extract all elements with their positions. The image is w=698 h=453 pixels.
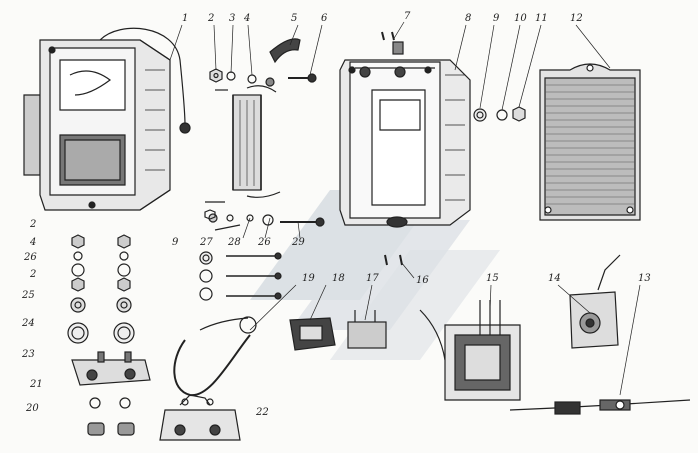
callout-5: 5 bbox=[291, 13, 298, 24]
callout-10: 10 bbox=[514, 13, 527, 24]
callout-26-left: 26 bbox=[24, 252, 37, 263]
housing-part-1 bbox=[23, 27, 191, 211]
capacitor-part-17 bbox=[347, 310, 387, 349]
spring-washers-part-21 bbox=[89, 397, 131, 409]
callout-16: 16 bbox=[416, 275, 429, 286]
bracket-part-18 bbox=[289, 317, 336, 351]
callout-9: 9 bbox=[493, 13, 500, 24]
wire-fuse-part-13 bbox=[509, 399, 691, 415]
screw-part-6 bbox=[288, 73, 317, 83]
callout-15: 15 bbox=[486, 273, 499, 284]
callout-4: 4 bbox=[244, 13, 251, 24]
bracket-part-5 bbox=[269, 38, 301, 64]
callout-4-left: 4 bbox=[30, 237, 37, 248]
callout-28: 28 bbox=[228, 237, 241, 248]
callout-2-left-b: 2 bbox=[30, 269, 37, 280]
terminal-block-part-23 bbox=[71, 351, 151, 386]
clamp-block-part-22 bbox=[159, 394, 241, 441]
callout-25: 25 bbox=[22, 290, 35, 301]
callout-20: 20 bbox=[26, 403, 39, 414]
wire-lead-part-19 bbox=[173, 316, 257, 397]
gasket-plate-part-12 bbox=[539, 63, 641, 221]
washers-bolts-9-27 bbox=[199, 251, 282, 301]
callout-6: 6 bbox=[321, 13, 328, 24]
callout-17: 17 bbox=[366, 273, 379, 284]
callout-12: 12 bbox=[570, 13, 583, 24]
nuts-part-20 bbox=[87, 422, 135, 436]
hardware-below-resistor bbox=[204, 201, 325, 231]
left-hardware-stack bbox=[67, 234, 135, 344]
washers-9-10-11 bbox=[473, 106, 526, 122]
callout-29: 29 bbox=[292, 237, 305, 248]
callout-1: 1 bbox=[182, 13, 189, 24]
callout-2: 2 bbox=[208, 13, 215, 24]
callout-9-left: 9 bbox=[172, 237, 179, 248]
screws-part-7 bbox=[381, 31, 395, 41]
callout-8: 8 bbox=[465, 13, 472, 24]
callout-26: 26 bbox=[258, 237, 271, 248]
callout-14: 14 bbox=[548, 273, 561, 284]
callout-24: 24 bbox=[22, 318, 35, 329]
callout-22: 22 bbox=[256, 407, 269, 418]
callout-2-left-a: 2 bbox=[30, 219, 37, 230]
callout-3: 3 bbox=[229, 13, 236, 24]
resistor-part-28 bbox=[232, 85, 281, 198]
callout-13: 13 bbox=[638, 273, 651, 284]
transformer-part-15 bbox=[419, 300, 521, 401]
leader-lines bbox=[169, 21, 641, 396]
switch-part-14 bbox=[569, 254, 621, 349]
callout-21: 21 bbox=[30, 379, 43, 390]
callout-27: 27 bbox=[200, 237, 213, 248]
cover-part-8 bbox=[339, 41, 471, 228]
callout-19: 19 bbox=[302, 273, 315, 284]
callout-23: 23 bbox=[22, 349, 35, 360]
callout-11: 11 bbox=[535, 13, 548, 24]
callout-18: 18 bbox=[332, 273, 345, 284]
callout-7: 7 bbox=[404, 11, 411, 22]
